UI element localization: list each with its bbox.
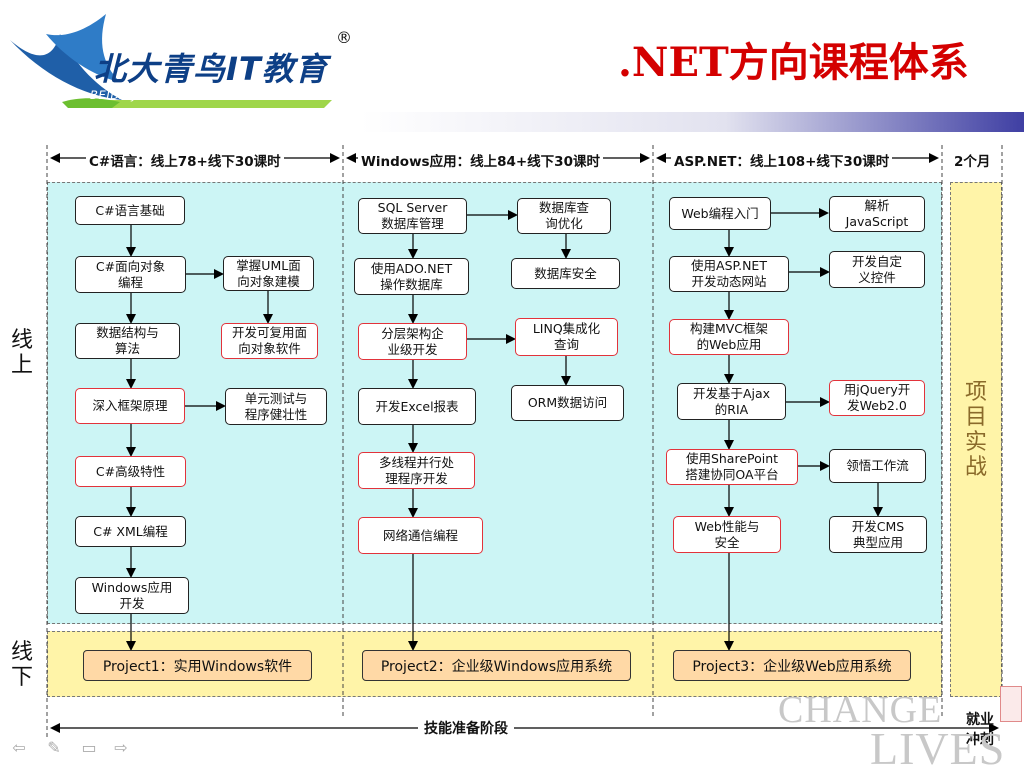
course-box: 开发基于Ajax 的RIA xyxy=(677,383,786,420)
course-box: Windows应用 开发 xyxy=(75,577,189,614)
course-box: 网络通信编程 xyxy=(358,517,483,554)
back-arrow-icon[interactable]: ⇦ xyxy=(12,738,26,757)
course-box: 数据结构与 算法 xyxy=(75,323,180,359)
course-box: 开发CMS 典型应用 xyxy=(829,516,927,553)
header-csharp: C#语言：线上78+线下30课时 xyxy=(86,150,284,170)
watermark-lives: LIVES xyxy=(870,723,1006,774)
project-box-2: Project2：企业级Windows应用系统 xyxy=(362,650,631,681)
course-box: 解析 JavaScript xyxy=(829,196,925,232)
header-windows: Windows应用：线上84+线下30课时 xyxy=(358,150,603,170)
course-box: Web编程入门 xyxy=(669,197,771,230)
course-box: 使用ADO.NET 操作数据库 xyxy=(354,258,469,295)
course-box: Web性能与 安全 xyxy=(673,516,781,553)
forward-arrow-icon[interactable]: ⇨ xyxy=(114,738,128,757)
project-box-3: Project3：企业级Web应用系统 xyxy=(673,650,911,681)
watermark-change: CHANGE xyxy=(778,689,943,731)
course-box: ORM数据访问 xyxy=(511,385,624,421)
bottom-stage-label: 技能准备阶段 xyxy=(418,718,514,738)
course-box: 数据库安全 xyxy=(511,258,620,289)
course-box: 构建MVC框架 的Web应用 xyxy=(669,319,789,355)
course-box: 领悟工作流 xyxy=(829,449,926,483)
header-months: 2个月 xyxy=(951,150,994,170)
course-box: C#面向对象 编程 xyxy=(75,256,186,293)
course-box: 用jQuery开 发Web2.0 xyxy=(829,380,925,416)
course-box: SQL Server 数据库管理 xyxy=(358,198,467,234)
side-label-online: 线上 xyxy=(10,328,33,378)
online-area xyxy=(47,182,942,624)
course-box: 分层架构企 业级开发 xyxy=(358,323,467,360)
pen-icon[interactable]: ✎ xyxy=(47,738,61,757)
menu-icon[interactable]: ▭ xyxy=(81,738,97,757)
course-box: 掌握UML面 向对象建模 xyxy=(223,256,314,291)
course-box: 深入框架原理 xyxy=(75,388,185,424)
course-box: C# XML编程 xyxy=(75,516,186,547)
page-title: .NET方向课程体系 xyxy=(618,39,969,86)
course-box: C#语言基础 xyxy=(75,196,185,225)
logo-graphic xyxy=(10,14,332,108)
logo-registered-mark: ® xyxy=(336,28,352,47)
course-box: 开发自定 义控件 xyxy=(829,251,925,288)
seal-stamp xyxy=(1000,686,1022,722)
side-label-employment: 就业冲刺 xyxy=(966,712,994,748)
course-box: C#高级特性 xyxy=(75,456,186,487)
course-box: 开发可复用面 向对象软件 xyxy=(221,323,318,359)
title-gradient-band xyxy=(360,112,1024,132)
course-box: LINQ集成化 查询 xyxy=(515,318,618,356)
course-box: 使用SharePoint 搭建协同OA平台 xyxy=(666,449,798,485)
course-box: 多线程并行处 理程序开发 xyxy=(358,452,475,489)
course-box: 使用ASP.NET 开发动态网站 xyxy=(669,256,789,292)
course-box: 单元测试与 程序健壮性 xyxy=(225,388,327,425)
side-label-project-practice: 项目实战 xyxy=(964,380,987,480)
header-aspnet: ASP.NET：线上108+线下30课时 xyxy=(671,150,893,170)
logo-subtitle: BEIDA JADE BIRD IT EDUCATION xyxy=(90,88,291,102)
project-practice-area xyxy=(950,182,1002,697)
logo-brand: 北大青鸟IT教育 xyxy=(94,50,328,88)
course-box: 开发Excel报表 xyxy=(358,388,476,425)
course-box: 数据库查 询优化 xyxy=(517,198,611,234)
project-box-1: Project1：实用Windows软件 xyxy=(83,650,312,681)
side-label-offline: 线下 xyxy=(10,640,33,690)
